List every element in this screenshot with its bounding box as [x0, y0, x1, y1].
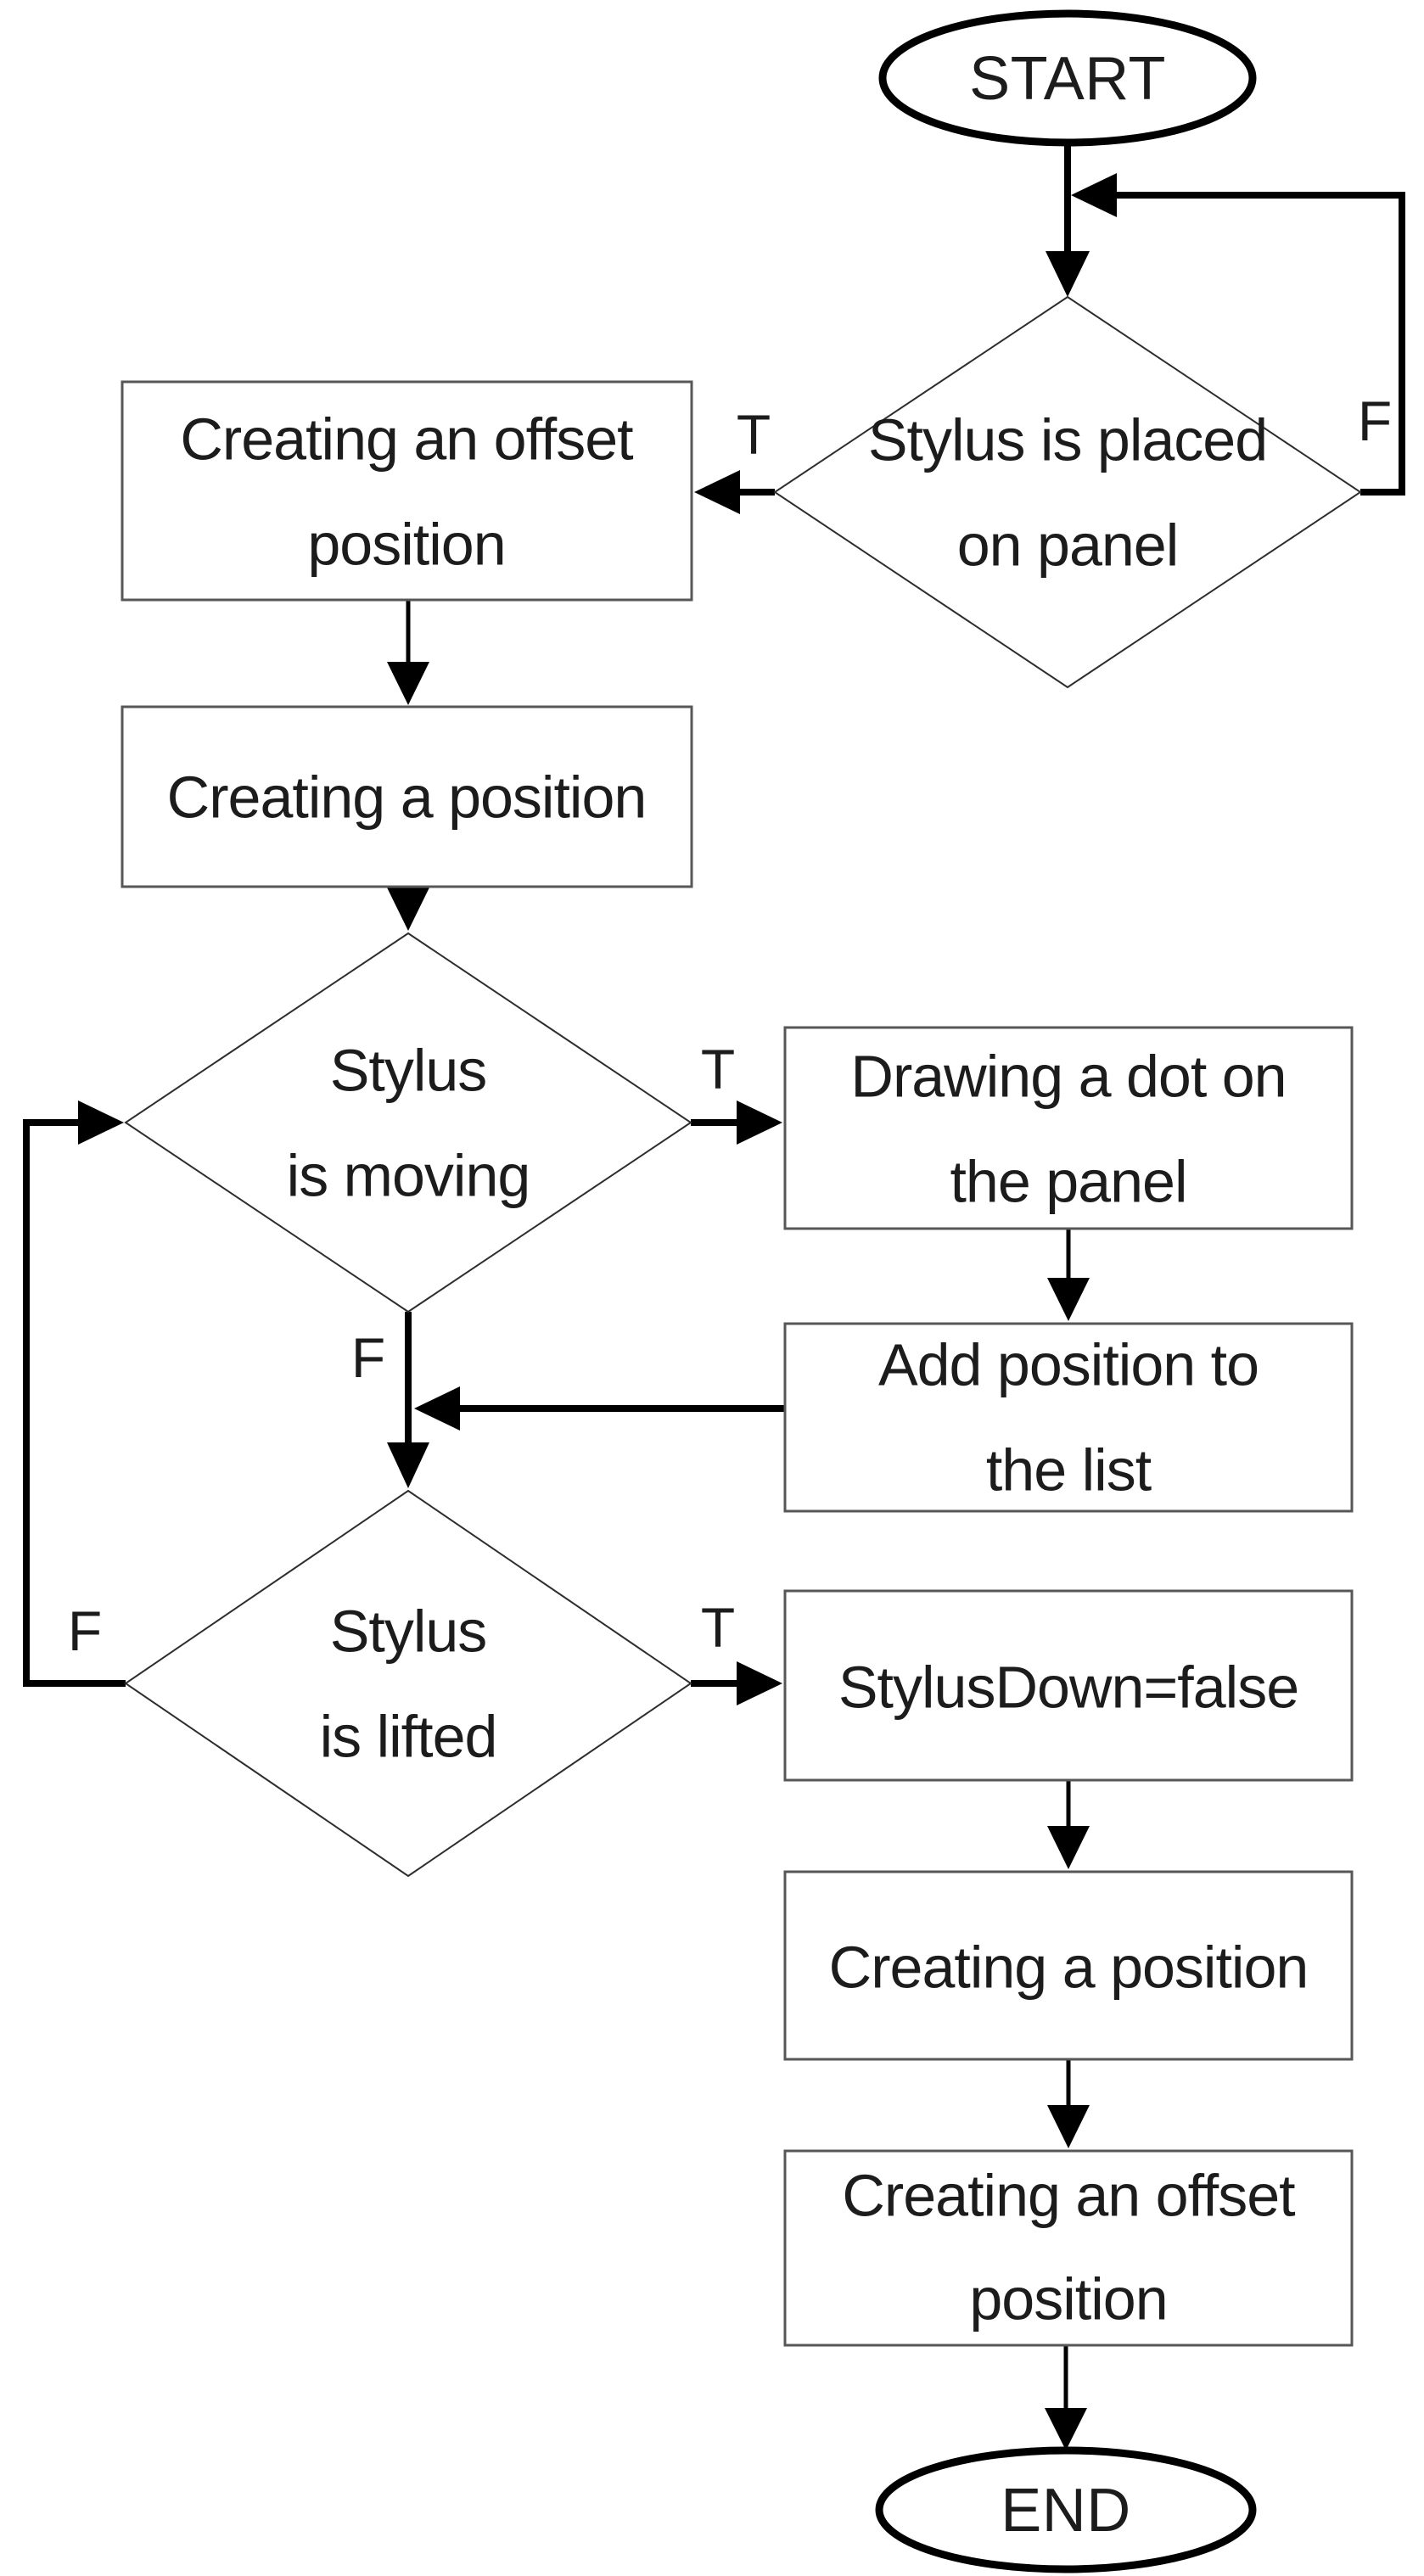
create-position-1-label: Creating a position [167, 764, 647, 831]
draw-dot-box [783, 1026, 1354, 1230]
arrow-stylusdown-to-create-position [1047, 1780, 1090, 1869]
create-position-1-box [121, 705, 693, 888]
stylusdown-false-box [783, 1589, 1354, 1782]
node-add-position: Add position to the list [783, 1322, 1354, 1513]
node-decision-placed: Stylus is placed on panel [773, 295, 1362, 689]
stylusdown-false-label: StylusDown=false [838, 1655, 1298, 1721]
end-label: END [1001, 2477, 1131, 2545]
node-start: START [878, 9, 1257, 147]
connector-line [23, 1119, 126, 1687]
decision-placed-label-line1: Stylus is placed [868, 407, 1267, 473]
arrowhead-right-icon [737, 1100, 782, 1145]
arrowhead-left-icon [1071, 173, 1117, 217]
create-offset-2-label-line2: position [969, 2266, 1167, 2332]
arrowhead-down-icon [1045, 2408, 1087, 2450]
arrow-moving-false-to-decision-lifted [387, 1312, 429, 1488]
arrow-false-loop-placed [1071, 173, 1405, 496]
decision-placed-diamond [773, 295, 1362, 689]
decision-moving-label-line1: Stylus [330, 1038, 487, 1104]
connector-line [1117, 192, 1405, 496]
node-create-position-1: Creating a position [121, 705, 693, 888]
arrowhead-left-icon [694, 470, 740, 514]
create-offset-2-label-line1: Creating an offset [842, 2163, 1295, 2229]
node-create-offset-2: Creating an offset position [783, 2149, 1354, 2347]
arrowhead-down-icon [387, 1442, 429, 1488]
branch-label-placed-true: T [737, 403, 771, 466]
decision-placed-label-line2: on panel [957, 512, 1179, 579]
arrowhead-right-icon [78, 1100, 124, 1145]
add-position-label-line1: Add position to [878, 1332, 1259, 1398]
arrow-create-position-to-decision-moving [387, 887, 429, 931]
arrow-draw-dot-to-add-position [1047, 1229, 1090, 1321]
create-offset-1-label-line2: position [307, 512, 505, 578]
branch-label-placed-false: F [1358, 389, 1392, 452]
arrowhead-left-icon [414, 1386, 460, 1431]
arrow-moving-true-to-draw-dot [691, 1100, 782, 1145]
create-position-2-box [783, 1870, 1354, 2061]
arrow-create-position-to-create-offset-2 [1047, 2059, 1090, 2148]
arrow-create-offset-to-create-position [387, 600, 429, 705]
arrowhead-down-icon [1047, 1826, 1090, 1869]
draw-dot-label-line1: Drawing a dot on [850, 1044, 1286, 1110]
decision-moving-diamond [124, 932, 692, 1313]
arrow-placed-true-to-create-offset [694, 470, 775, 514]
draw-dot-label-line2: the panel [950, 1149, 1186, 1215]
arrowhead-down-icon [1046, 251, 1090, 297]
create-position-2-label: Creating a position [829, 1935, 1309, 2001]
arrowhead-right-icon [737, 1661, 782, 1705]
create-offset-1-label-line1: Creating an offset [180, 406, 633, 473]
decision-moving-label-line2: is moving [287, 1143, 530, 1209]
node-end: END [875, 2446, 1257, 2573]
start-label: START [969, 45, 1166, 113]
end-ellipse [875, 2446, 1257, 2573]
decision-lifted-label-line2: is lifted [320, 1704, 497, 1770]
branch-label-moving-true: T [701, 1038, 735, 1100]
node-create-offset-1: Creating an offset position [121, 380, 693, 602]
arrow-create-offset-to-end [1045, 2345, 1087, 2450]
arrow-lifted-true-to-stylusdown [691, 1661, 782, 1705]
arrow-add-position-to-false-line [414, 1386, 785, 1431]
arrowhead-down-icon [387, 888, 429, 931]
arrowhead-down-icon [387, 662, 429, 705]
node-create-position-2: Creating a position [783, 1870, 1354, 2061]
arrowhead-down-icon [1047, 1278, 1090, 1321]
branch-label-lifted-false: F [68, 1599, 102, 1662]
node-draw-dot: Drawing a dot on the panel [783, 1026, 1354, 1230]
create-offset-2-box [783, 2149, 1354, 2347]
decision-lifted-diamond [124, 1489, 692, 1878]
create-offset-1-box [121, 380, 693, 602]
start-ellipse [878, 9, 1257, 147]
arrow-false-loop-lifted-to-moving [23, 1100, 126, 1687]
decision-lifted-label-line1: Stylus [330, 1599, 487, 1665]
node-stylusdown-false: StylusDown=false [783, 1589, 1354, 1782]
add-position-box [783, 1322, 1354, 1513]
branch-label-lifted-true: T [701, 1596, 735, 1659]
arrow-start-to-decision-placed [1046, 143, 1090, 297]
node-decision-moving: Stylus is moving [124, 932, 692, 1313]
add-position-label-line2: the list [986, 1437, 1152, 1504]
branch-label-moving-false: F [351, 1326, 385, 1389]
arrowhead-down-icon [1047, 2105, 1090, 2148]
node-decision-lifted: Stylus is lifted [124, 1489, 692, 1878]
